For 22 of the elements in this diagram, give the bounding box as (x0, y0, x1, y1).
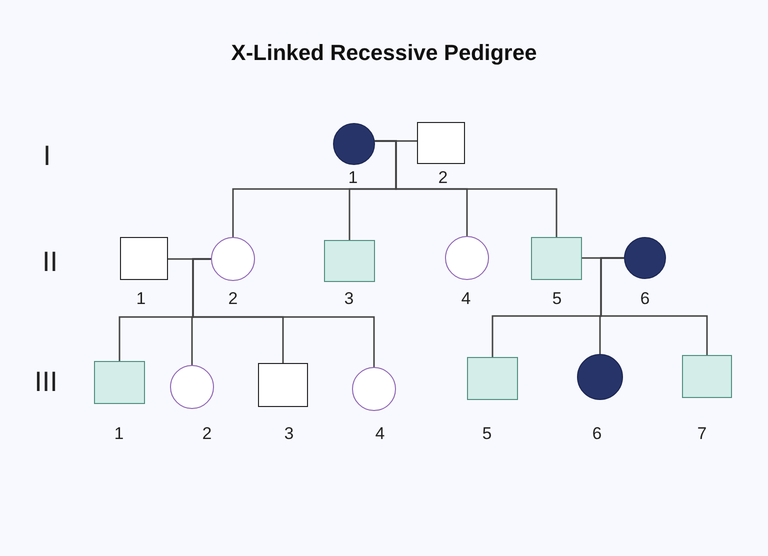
pedigree-line (374, 140, 558, 237)
individual-number: 3 (344, 289, 354, 309)
individual-number: 4 (461, 289, 471, 309)
individual-number: 2 (228, 289, 238, 309)
pedigree-line (600, 257, 708, 355)
generation-label: III (34, 366, 58, 398)
individual-number: 1 (136, 289, 146, 309)
individual-number: 7 (697, 424, 707, 444)
individual-number: 6 (640, 289, 650, 309)
individual-number: 5 (482, 424, 492, 444)
individual-number: 1 (114, 424, 124, 444)
diagram-title: X-Linked Recessive Pedigree (230, 40, 538, 66)
individual-number: 1 (348, 168, 358, 188)
individual-number: 4 (375, 424, 385, 444)
generation-label: I (43, 140, 51, 172)
generation-label: II (42, 246, 58, 278)
pedigree-line (192, 258, 375, 367)
individual-number: 5 (552, 289, 562, 309)
individual-number: 2 (202, 424, 212, 444)
individual-number: 2 (438, 168, 448, 188)
individual-number: 6 (592, 424, 602, 444)
individual-number: 3 (284, 424, 294, 444)
